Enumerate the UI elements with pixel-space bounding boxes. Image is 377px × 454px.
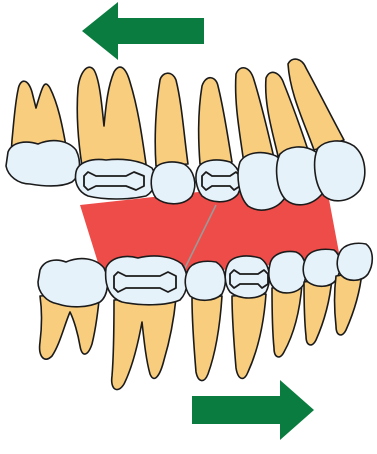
lower-arrow	[192, 380, 314, 440]
lower-central-incisor	[335, 243, 373, 335]
lower-molar-left	[38, 259, 107, 360]
upper-premolar-1	[151, 73, 195, 204]
lower-canine	[269, 252, 306, 357]
upper-arrow	[82, 2, 204, 60]
lower-molar-second	[106, 256, 187, 390]
upper-molar-left	[6, 81, 79, 186]
upper-molar-second	[76, 67, 156, 199]
upper-premolar-2	[196, 78, 241, 202]
lower-premolar-1	[185, 261, 225, 380]
lower-premolar-2	[225, 256, 269, 378]
